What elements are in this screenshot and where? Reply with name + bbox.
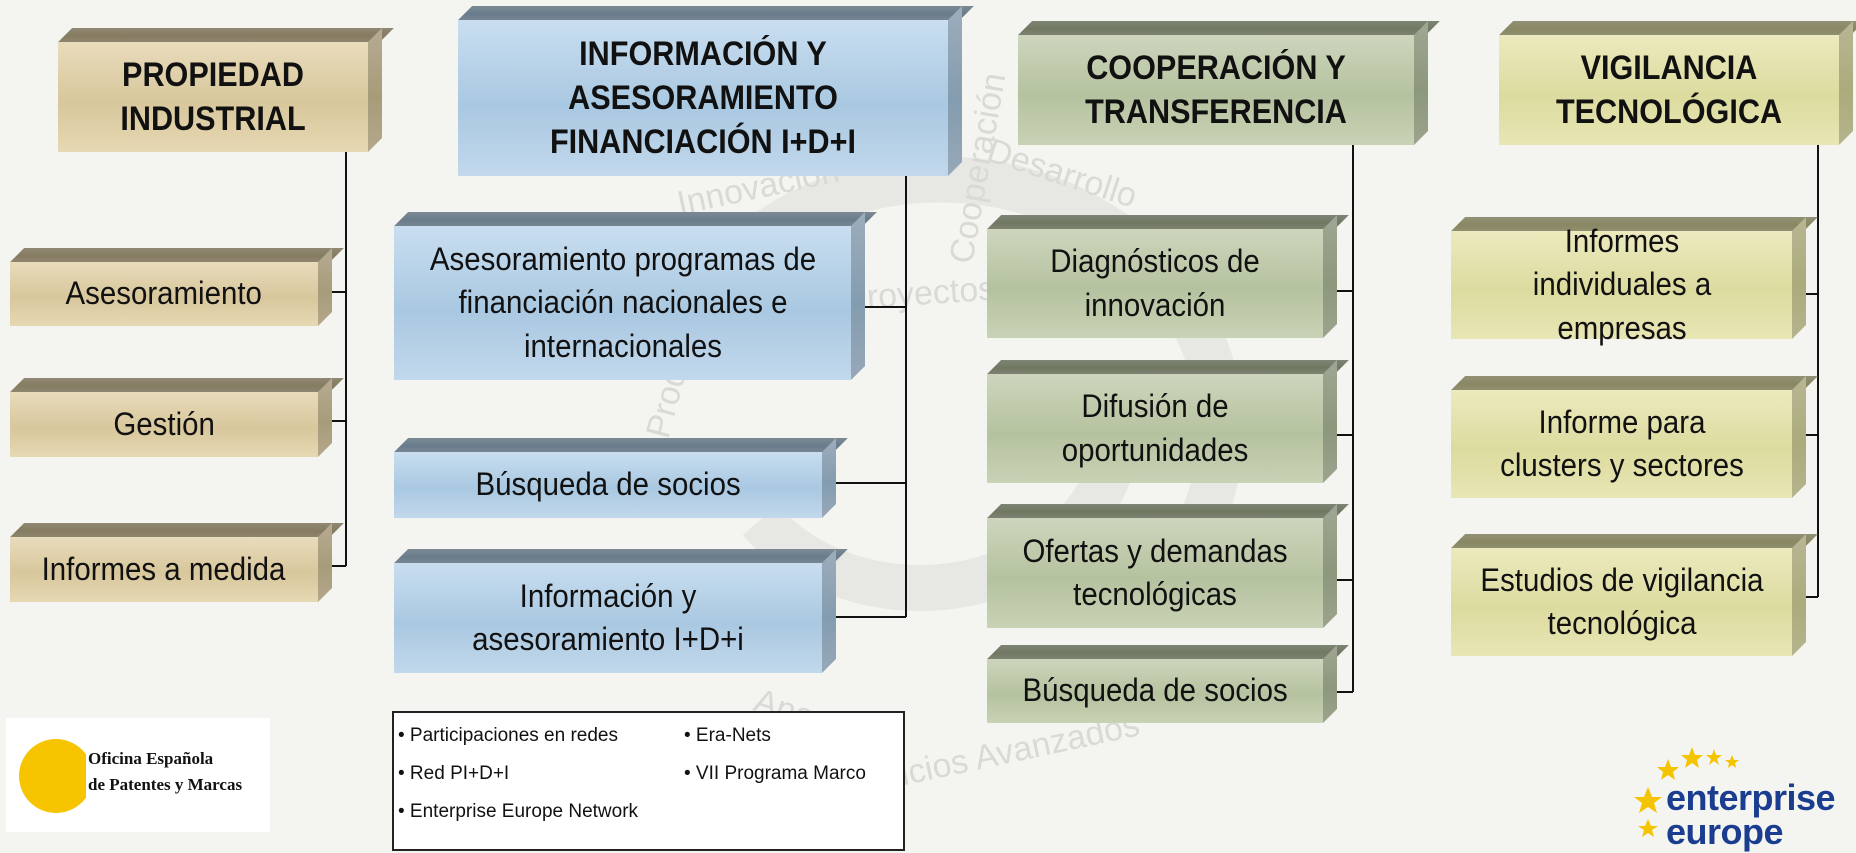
networks-list: • Participaciones en redes • Era-Nets • … (392, 711, 905, 851)
item-asesoramiento-programas: Asesoramiento programas de financiación … (394, 226, 851, 380)
een-word-enterprise: enterprise (1666, 777, 1836, 818)
header-cooperacion-label: COOPERACIÓN Y TRANSFERENCIA (1085, 48, 1347, 131)
list-item: • Era-Nets (684, 725, 771, 746)
oepm-name-line1: Oficina Española (88, 749, 214, 768)
list-item: • VII Programa Marco (684, 763, 866, 784)
item-busqueda-socios-cooperacion: Búsqueda de socios (987, 659, 1323, 723)
header-propiedad-label: PROPIEDAD INDUSTRIAL (120, 55, 306, 138)
header-informacion-label: INFORMACIÓN Y ASESORAMIENTO FINANCIACIÓN… (549, 34, 857, 162)
list-item: • Red PI+D+I (398, 763, 510, 784)
bg-word-proyectos: Proyectos (843, 270, 996, 318)
item-informe-clusters-label: Informe para clusters y sectores (1499, 403, 1744, 483)
een-stars-icon (1634, 747, 1739, 837)
item-asesoramiento: Asesoramiento (10, 262, 318, 326)
item-estudios-vigilancia: Estudios de vigilancia tecnológica (1451, 548, 1792, 656)
item-ofertas-demandas-label: Ofertas y demandas tecnológicas (1022, 532, 1288, 612)
item-informacion-asesoramiento-idi-label: Información y asesoramiento I+D+i (472, 577, 744, 657)
oepm-logo: Oficina Española de Patentes y Marcas (6, 718, 270, 832)
list-item: • Participaciones en redes (398, 725, 618, 746)
item-diagnosticos-innovacion-label: Diagnósticos de innovación (1050, 243, 1260, 323)
item-informes-individuales: Informes individuales a empresas (1451, 223, 1792, 346)
enterprise-europe-logo: enterprise europe (1632, 745, 1852, 852)
list-item: • Enterprise Europe Network (398, 801, 639, 822)
header-vigilancia-label: VIGILANCIA TECNOLÓGICA (1555, 48, 1783, 131)
header-propiedad-industrial: PROPIEDAD INDUSTRIAL (58, 42, 368, 152)
item-busqueda-socios-cooperacion-label: Búsqueda de socios (1022, 672, 1288, 709)
item-informes-a-medida: Informes a medida (10, 537, 318, 602)
item-estudios-vigilancia-label: Estudios de vigilancia tecnológica (1479, 561, 1764, 641)
header-cooperacion-transferencia: COOPERACIÓN Y TRANSFERENCIA (1018, 35, 1414, 145)
item-difusion-oportunidades: Difusión de oportunidades (987, 374, 1323, 483)
item-informacion-asesoramiento-idi: Información y asesoramiento I+D+i (394, 563, 822, 673)
item-difusion-oportunidades-label: Difusión de oportunidades (1061, 388, 1249, 468)
oepm-name-line2: de Patentes y Marcas (88, 774, 243, 794)
item-informe-clusters: Informe para clusters y sectores (1451, 390, 1792, 498)
item-informes-a-medida-label: Informes a medida (42, 550, 286, 587)
item-gestion-label: Gestión (113, 405, 215, 442)
item-informes-individuales-label: Informes individuales a empresas (1532, 223, 1711, 346)
header-informacion-financiacion: INFORMACIÓN Y ASESORAMIENTO FINANCIACIÓN… (458, 20, 948, 176)
item-busqueda-socios-financiacion-label: Búsqueda de socios (475, 466, 741, 503)
item-diagnosticos-innovacion: Diagnósticos de innovación (987, 229, 1323, 338)
item-asesoramiento-programas-label: Asesoramiento programas de financiación … (429, 241, 816, 364)
item-gestion: Gestión (10, 392, 318, 457)
item-busqueda-socios-financiacion: Búsqueda de socios (394, 452, 822, 518)
item-asesoramiento-label: Asesoramiento (65, 275, 263, 312)
item-ofertas-demandas: Ofertas y demandas tecnológicas (987, 518, 1323, 628)
oepm-emblem-icon (6, 730, 86, 822)
header-vigilancia-tecnologica: VIGILANCIA TECNOLÓGICA (1499, 35, 1839, 145)
een-word-europe: europe (1666, 811, 1784, 852)
